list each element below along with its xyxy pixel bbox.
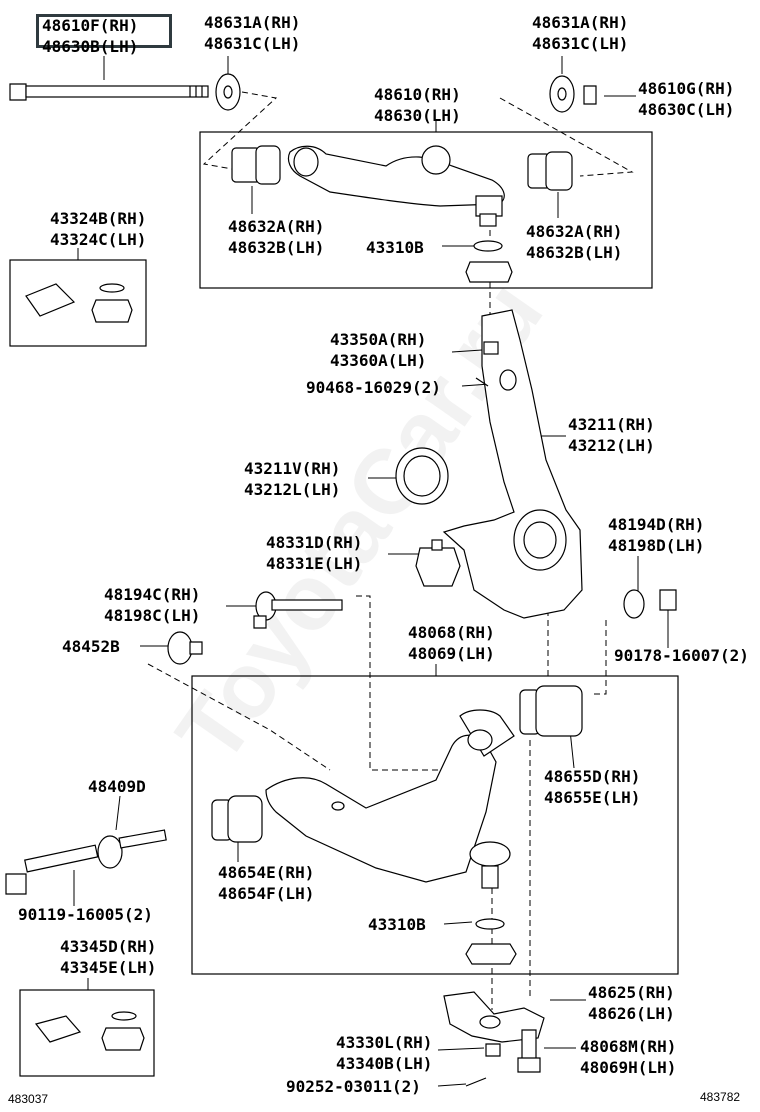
- page-code: 483782: [700, 1090, 741, 1104]
- callout-43324B[interactable]: 43324B(RH)43324C(LH): [50, 209, 147, 249]
- steering-knuckle-drawing: [442, 309, 583, 619]
- callout-43211V[interactable]: 43211V(RH)43212L(LH): [244, 459, 341, 499]
- knuckle-arm-bolt-drawing: [521, 1029, 537, 1061]
- callout-90178[interactable]: 90178-16007(2): [614, 646, 749, 665]
- callout-48610G[interactable]: 48610G(RH)48630C(LH): [638, 79, 735, 119]
- callout-90252[interactable]: 90252-03011(2): [286, 1077, 421, 1096]
- callout-48632A-right[interactable]: 48632A(RH)48632B(LH): [526, 222, 623, 262]
- upper-kit-boot-drawing: [91, 299, 133, 323]
- callout-48068[interactable]: 48068(RH)48069(LH): [408, 623, 495, 663]
- callout-90119[interactable]: 90119-16005(2): [18, 905, 153, 924]
- upper-arm-group-box: [199, 131, 653, 289]
- upper-nut-drawing: [583, 85, 597, 105]
- callout-48631A-left[interactable]: 48631A(RH)48631C(LH): [204, 13, 301, 53]
- lower-control-arm-drawing: [265, 709, 515, 883]
- castle-nut-upper-drawing: [483, 341, 499, 355]
- callout-43345D[interactable]: 43345D(RH)43345E(LH): [60, 937, 157, 977]
- bump-stopper-drawing: [415, 547, 461, 587]
- upper-control-arm-drawing: [231, 145, 505, 227]
- lower-snap-ring-drawing: [475, 918, 505, 930]
- lower-ball-joint-drawing: [469, 841, 511, 867]
- callout-48331D[interactable]: 48331D(RH)48331E(LH): [266, 533, 363, 573]
- callout-48194D[interactable]: 48194D(RH)48198D(LH): [608, 515, 705, 555]
- cotter-pin-upper-drawing: [475, 377, 489, 387]
- upper-ball-joint-boot-drawing: [465, 261, 513, 283]
- diagram-code: 483037: [8, 1092, 49, 1106]
- callout-43350A[interactable]: 43350A(RH)43360A(LH): [330, 330, 427, 370]
- callout-48625[interactable]: 48625(RH)48626(LH): [588, 983, 675, 1023]
- callout-48610[interactable]: 48610(RH)48630(LH): [374, 85, 461, 125]
- lower-ball-joint-boot-drawing: [465, 943, 517, 965]
- callout-48654E[interactable]: 48654E(RH)48654F(LH): [218, 863, 315, 903]
- callout-43211[interactable]: 43211(RH)43212(LH): [568, 415, 655, 455]
- right-cam-plate-drawing: [623, 589, 645, 619]
- callout-90468[interactable]: 90468-16029(2): [306, 378, 441, 397]
- callout-48610F[interactable]: 48610F(RH)48630B(LH): [42, 16, 139, 56]
- castle-nut-lower-drawing: [485, 1043, 501, 1057]
- upper-arm-bolt-drawing: [9, 83, 209, 101]
- lower-kit-grease-pack-drawing: [34, 1015, 82, 1043]
- highlighted-part-frame[interactable]: [36, 14, 172, 48]
- cam-plate-drawing: [167, 631, 193, 665]
- upper-kit-grease-pack-drawing: [25, 283, 76, 317]
- callout-48631A-right[interactable]: 48631A(RH)48631C(LH): [532, 13, 629, 53]
- callout-43330L[interactable]: 43330L(RH)43340B(LH): [336, 1033, 433, 1073]
- right-nut-drawing: [659, 589, 677, 611]
- lower-arm-group-box: [191, 675, 679, 975]
- cotter-pin-lower-drawing: [465, 1077, 487, 1087]
- callout-48068M[interactable]: 48068M(RH)48069H(LH): [580, 1037, 677, 1077]
- lower-arm-bolt-drawing: [5, 829, 167, 895]
- callout-43310B-lower[interactable]: 43310B: [368, 915, 426, 934]
- lower-boot-kit-box: [19, 989, 155, 1077]
- callout-48632A-left[interactable]: 48632A(RH)48632B(LH): [228, 217, 325, 257]
- upper-snap-ring-drawing: [473, 240, 503, 252]
- callout-48409D[interactable]: 48409D: [88, 777, 146, 796]
- callout-48655D[interactable]: 48655D(RH)48655E(LH): [544, 767, 641, 807]
- callout-48194C[interactable]: 48194C(RH)48198C(LH): [104, 585, 201, 625]
- callout-43310B-upper[interactable]: 43310B: [366, 238, 424, 257]
- lower-cam-bolt-drawing: [253, 591, 343, 629]
- callout-48452B[interactable]: 48452B: [62, 637, 120, 656]
- lower-kit-boot-drawing: [101, 1027, 145, 1051]
